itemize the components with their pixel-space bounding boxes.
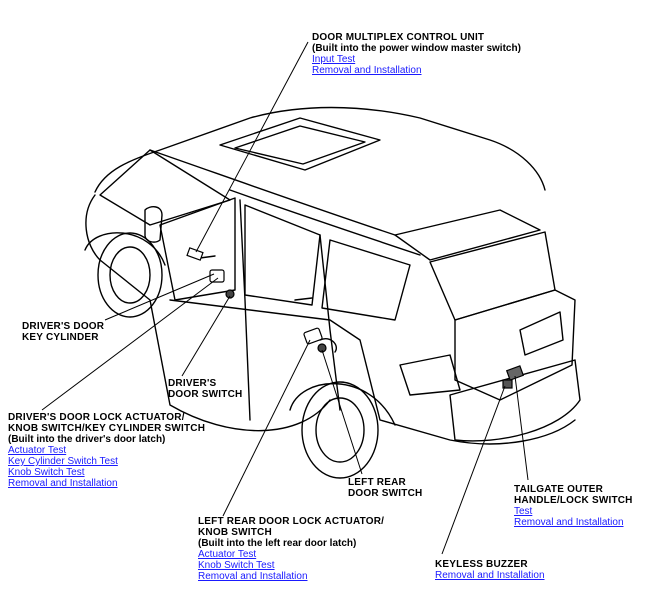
rear-bumper <box>449 359 581 442</box>
callout-driver-key-cylinder: DRIVER'S DOOR KEY CYLINDER <box>22 321 104 343</box>
driver-actuator-component <box>209 269 225 283</box>
callout-driver-door-switch: DRIVER'S DOOR SWITCH <box>168 378 242 400</box>
leader-driver-key-cylinder <box>104 273 215 321</box>
link-removal-installation[interactable]: Removal and Installation <box>198 571 308 582</box>
label-title-1: DRIVER'S <box>168 378 217 389</box>
driver-door-switch-component <box>225 289 235 299</box>
roof-outline <box>94 106 546 193</box>
label-title-1: DRIVER'S DOOR <box>22 321 105 332</box>
callout-door-multiplex: DOOR MULTIPLEX CONTROL UNIT (Built into … <box>312 32 521 76</box>
rear-wheel <box>301 381 379 479</box>
link-key-cylinder-switch-test[interactable]: Key Cylinder Switch Test <box>8 456 118 467</box>
leader-tailgate <box>514 375 529 481</box>
callout-tailgate: TAILGATE OUTER HANDLE/LOCK SWITCH Test R… <box>514 484 633 528</box>
left-rear-actuator-component <box>303 327 323 345</box>
label-title-1: LEFT REAR DOOR LOCK ACTUATOR/ <box>198 516 385 527</box>
windshield <box>99 149 231 226</box>
label-title: DOOR MULTIPLEX CONTROL UNIT <box>312 32 485 43</box>
leader-left-rear-switch <box>321 349 363 475</box>
keyless-buzzer-component <box>502 379 513 389</box>
label-title-2: DOOR SWITCH <box>348 488 423 499</box>
label-title-2: KEY CYLINDER <box>22 332 99 343</box>
tailgate-switch-component <box>505 365 525 381</box>
rear-spoiler <box>394 209 541 261</box>
leader-driver-lock-actuator <box>41 277 219 411</box>
label-title-2: HANDLE/LOCK SWITCH <box>514 495 633 506</box>
label-title-2: KNOB SWITCH <box>198 527 272 538</box>
link-removal-installation[interactable]: Removal and Installation <box>514 517 624 528</box>
callout-left-rear-actuator: LEFT REAR DOOR LOCK ACTUATOR/ KNOB SWITC… <box>198 516 384 582</box>
side-mirror <box>144 206 163 243</box>
label-title: KEYLESS BUZZER <box>435 559 528 570</box>
callout-left-rear-switch: LEFT REAR DOOR SWITCH <box>348 477 422 499</box>
left-rear-switch-component <box>317 343 327 353</box>
quarter-window <box>321 239 411 321</box>
roof-rail <box>229 189 421 256</box>
link-removal-installation[interactable]: Removal and Installation <box>435 570 545 581</box>
multiplex-unit-component <box>186 247 204 261</box>
link-input-test[interactable]: Input Test <box>312 54 356 65</box>
front-wheel <box>97 232 163 318</box>
label-title-2: KNOB SWITCH/KEY CYLINDER SWITCH <box>8 423 206 434</box>
body-side <box>85 194 331 432</box>
link-removal-installation[interactable]: Removal and Installation <box>312 65 422 76</box>
tailgate <box>454 289 576 401</box>
sunroof <box>219 117 381 171</box>
label-sub: (Built into the power window master swit… <box>312 43 521 54</box>
rear-glass <box>429 231 556 321</box>
label-sub: (Built into the left rear door latch) <box>198 538 357 549</box>
callout-driver-lock-actuator: DRIVER'S DOOR LOCK ACTUATOR/ KNOB SWITCH… <box>8 412 205 489</box>
label-title-1: TAILGATE OUTER <box>514 484 604 495</box>
label-title-1: DRIVER'S DOOR LOCK ACTUATOR/ <box>8 412 185 423</box>
front-side-window <box>159 197 236 301</box>
link-test[interactable]: Test <box>514 506 533 517</box>
front-door-line <box>239 199 251 421</box>
leader-driver-door-switch <box>181 295 231 377</box>
link-knob-switch-test[interactable]: Knob Switch Test <box>8 467 85 478</box>
link-removal-installation[interactable]: Removal and Installation <box>8 478 118 489</box>
leader-keyless-buzzer <box>441 385 506 555</box>
link-actuator-test[interactable]: Actuator Test <box>8 445 67 456</box>
leader-left-rear-actuator <box>222 339 311 517</box>
callout-keyless-buzzer: KEYLESS BUZZER Removal and Installation <box>435 559 545 581</box>
leader-door-multiplex <box>195 41 309 253</box>
tail-light <box>399 354 461 396</box>
label-title-1: LEFT REAR <box>348 477 406 488</box>
link-knob-switch-test[interactable]: Knob Switch Test <box>198 560 275 571</box>
link-actuator-test[interactable]: Actuator Test <box>198 549 257 560</box>
label-sub: (Built into the driver's door latch) <box>8 434 166 445</box>
rear-side-window <box>244 204 321 306</box>
label-title-2: DOOR SWITCH <box>168 389 243 400</box>
